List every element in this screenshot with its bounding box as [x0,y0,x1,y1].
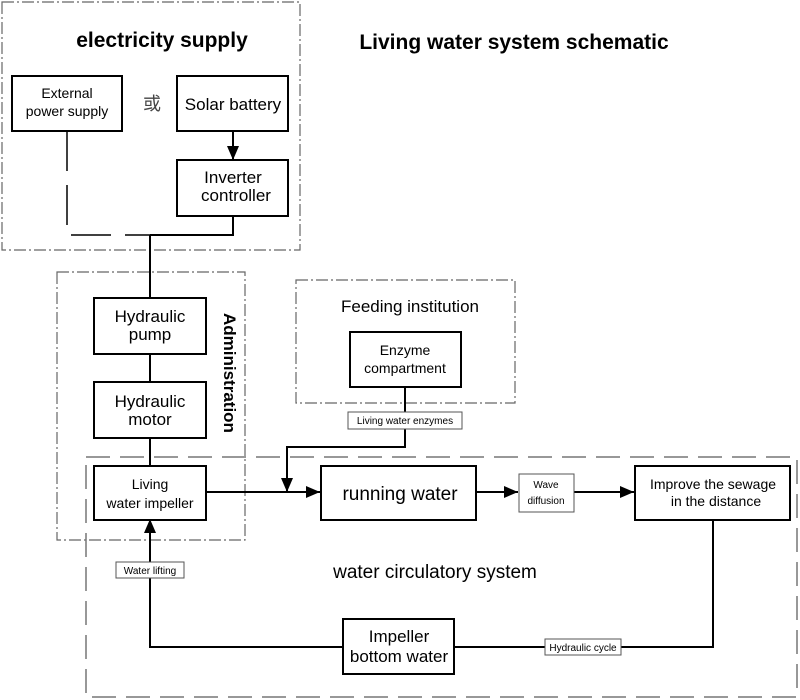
node-hydraulic-motor[interactable]: Hydraulic motor [93,381,207,439]
svg-text:Enzyme: Enzyme [380,342,431,358]
svg-text:External: External [41,85,92,101]
node-solar-battery[interactable]: Solar battery [176,75,289,132]
group-label-administration: Administration [220,313,239,433]
edge-bottom-to-lifting [149,578,343,648]
group-water-circulatory-system [85,456,798,698]
svg-text:water impeller: water impeller [105,495,193,511]
edge-label-living-water-enzymes: Living water enzymes [347,411,463,430]
node-enzyme-compartment[interactable]: Enzyme compartment [349,331,462,388]
edge-external-to-bus [66,131,150,236]
svg-text:controller: controller [201,186,271,205]
svg-text:Wave: Wave [533,480,559,491]
diagram-title: Living water system schematic [359,31,669,54]
edge-enzyme-feed [281,429,406,492]
svg-text:Living water enzymes: Living water enzymes [357,416,453,427]
group-label-circulatory: water circulatory system [332,562,537,583]
svg-text:Water lifting: Water lifting [124,566,176,577]
svg-text:Living: Living [132,476,169,492]
node-running-water[interactable]: running water [320,465,477,521]
svg-text:Hydraulic cycle: Hydraulic cycle [549,643,617,654]
edge-label-water-lifting: Water lifting [115,561,185,579]
edge-label-hydraulic-cycle: Hydraulic cycle [544,638,622,656]
svg-text:power supply: power supply [26,103,109,119]
or-symbol: 或 [143,94,161,114]
svg-text:in the distance: in the distance [671,493,761,509]
svg-text:compartment: compartment [364,360,446,376]
svg-text:running water: running water [342,484,458,505]
node-external-power-supply[interactable]: External power supply [11,75,123,132]
svg-text:pump: pump [129,325,172,344]
group-label-feeding: Feeding institution [341,297,479,316]
edge-inverter-to-bus [150,216,234,236]
svg-text:Solar battery: Solar battery [185,95,282,114]
group-label-electricity: electricity supply [76,29,248,52]
svg-text:diffusion: diffusion [527,496,564,507]
svg-text:Hydraulic: Hydraulic [115,307,186,326]
node-improve-sewage[interactable]: Improve the sewage in the distance [634,465,791,521]
node-hydraulic-pump[interactable]: Hydraulic pump [93,297,207,355]
edge-improve-down [621,520,714,648]
node-impeller-bottom-water[interactable]: Impeller bottom water [342,618,455,675]
node-inverter-controller[interactable]: Inverter controller [176,159,289,217]
edge-label-wave-diffusion: Wave diffusion [518,473,575,513]
svg-text:motor: motor [128,410,172,429]
node-living-water-impeller[interactable]: Living water impeller [93,465,207,521]
svg-text:Impeller: Impeller [369,627,430,646]
svg-text:Inverter: Inverter [204,168,262,187]
svg-text:Improve the sewage: Improve the sewage [650,476,776,492]
svg-text:Hydraulic: Hydraulic [115,392,186,411]
svg-text:bottom water: bottom water [350,647,449,666]
